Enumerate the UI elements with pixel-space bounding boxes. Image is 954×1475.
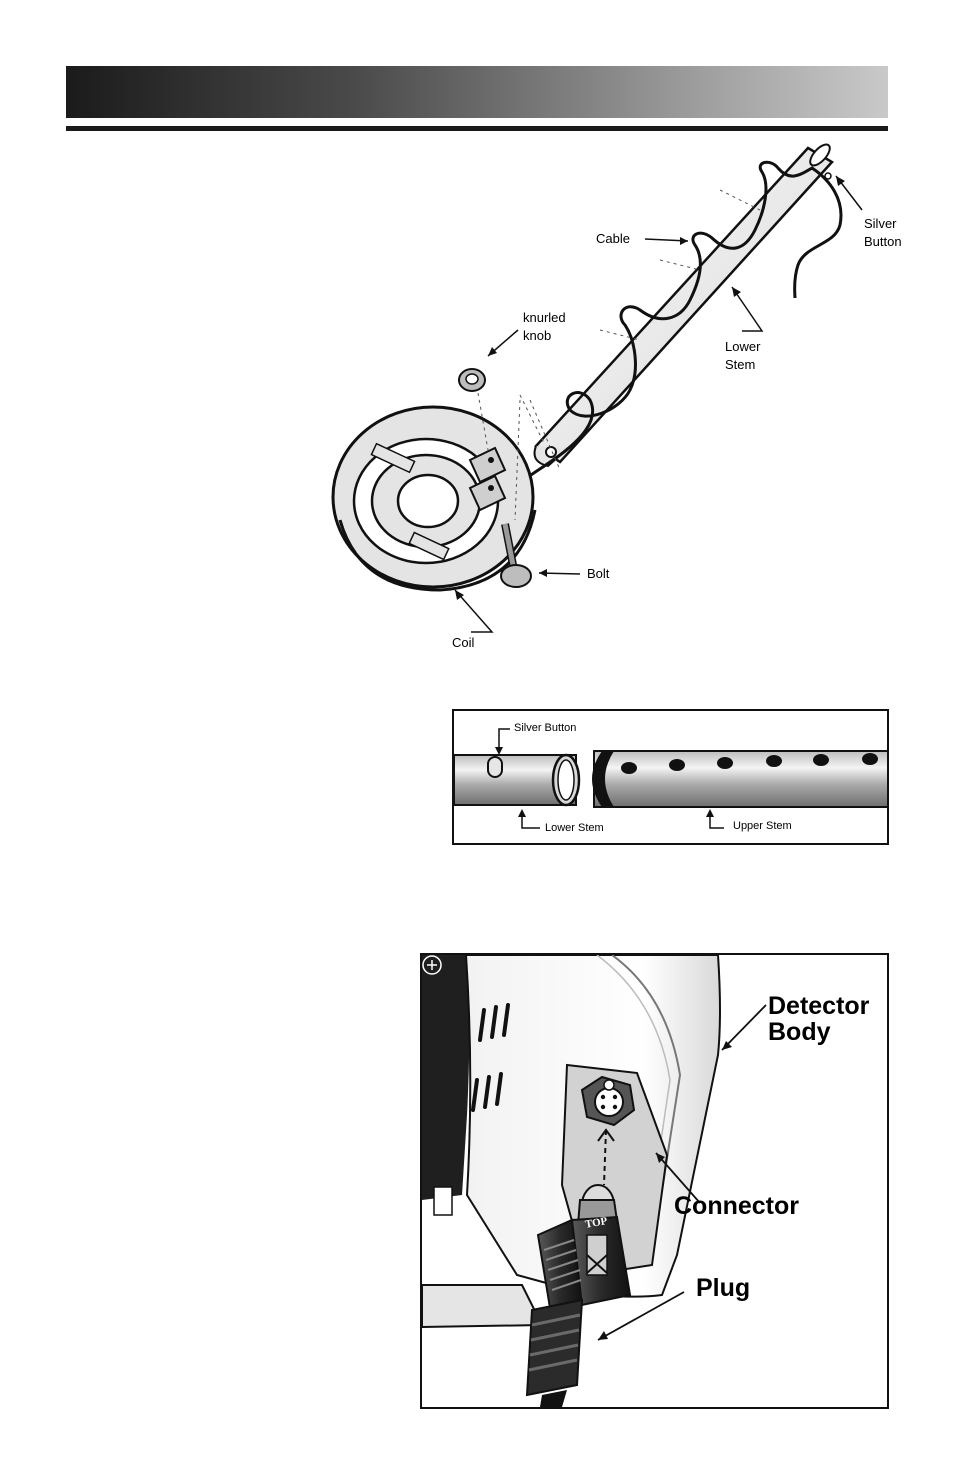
lower-stem-drawing bbox=[533, 143, 834, 468]
stem-figure: Silver Button Lower Stem Upper Stem bbox=[452, 709, 889, 845]
label-lower-stem-small: Lower Stem bbox=[545, 822, 604, 834]
label-detector-body: Detector Body bbox=[768, 992, 870, 1046]
header-rule bbox=[66, 126, 888, 131]
label-lower-stem: Lower Stem bbox=[725, 339, 761, 372]
coil-stem-diagram bbox=[331, 143, 863, 633]
connector-figure: Detector Body Connector Plug TOP bbox=[420, 953, 889, 1409]
label-coil: Coil bbox=[452, 635, 475, 650]
label-plug: Plug bbox=[696, 1274, 751, 1302]
stems-drawing bbox=[454, 728, 887, 829]
label-cable: Cable bbox=[596, 231, 630, 246]
bolt-drawing bbox=[500, 523, 532, 588]
label-silver-button-small: Silver Button bbox=[514, 722, 577, 734]
label-bolt: Bolt bbox=[587, 566, 610, 581]
coil-drawing bbox=[331, 405, 537, 592]
label-upper-stem-small: Upper Stem bbox=[733, 820, 792, 832]
plug-shape bbox=[525, 1184, 632, 1407]
label-knurled-knob: knurled knob bbox=[523, 310, 566, 343]
header-bar bbox=[66, 66, 888, 118]
coil-mount-bracket bbox=[468, 446, 507, 512]
label-silver-button: Silver Button bbox=[864, 216, 902, 249]
label-connector: Connector bbox=[674, 1192, 799, 1220]
connector-drawing bbox=[422, 955, 767, 1407]
cable-drawing bbox=[498, 160, 843, 502]
knurled-knob-drawing bbox=[458, 368, 486, 392]
